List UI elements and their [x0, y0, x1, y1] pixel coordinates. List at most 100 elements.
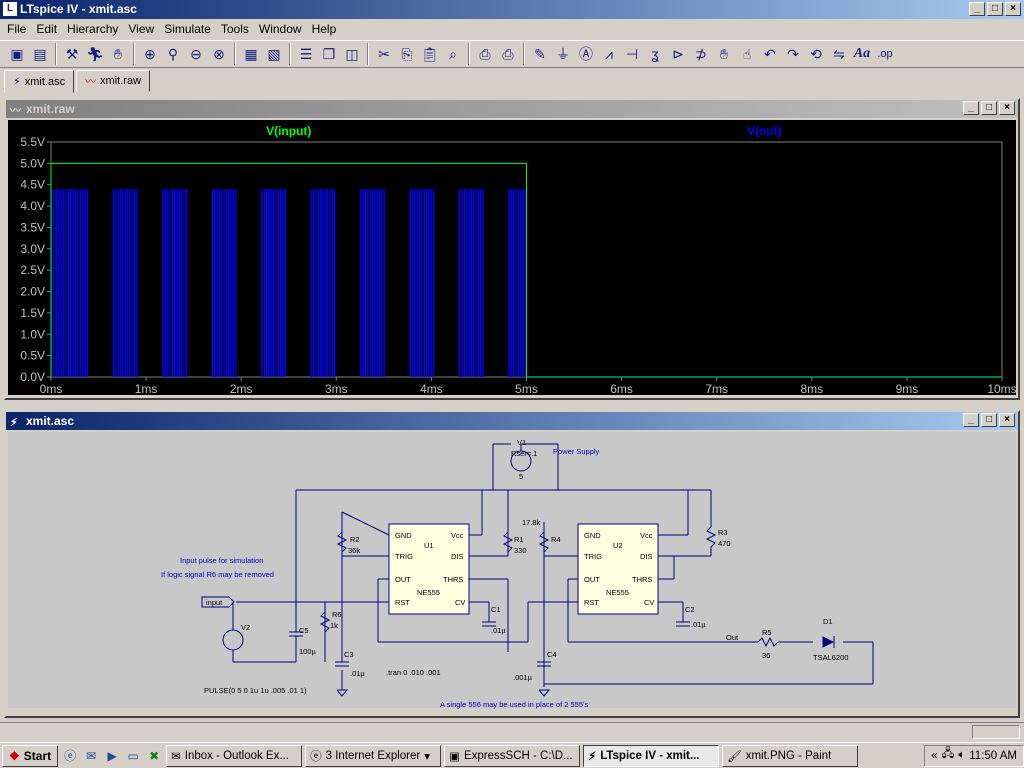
mirror-icon[interactable]: ⇋: [833, 45, 845, 62]
vout-pulse: [482, 189, 484, 377]
drag-icon[interactable]: ☝︎: [742, 45, 752, 62]
task-expresssch[interactable]: ▣ExpressSCH - C:\D...: [444, 744, 581, 767]
schematic-close-button[interactable]: ×: [999, 413, 1015, 427]
r2-name: R2: [350, 535, 360, 544]
vout-pulse: [425, 189, 428, 377]
label-net-icon[interactable]: Ⓐ: [579, 46, 593, 62]
menu-help[interactable]: Help: [311, 21, 337, 36]
r3-value: 470: [718, 539, 731, 548]
vout-pulse: [360, 189, 362, 377]
new-schematic-icon[interactable]: ▣: [10, 45, 24, 62]
vinput-trace: [50, 162, 1002, 378]
menu-edit[interactable]: Edit: [36, 21, 58, 36]
component-icon[interactable]: ⊅: [695, 45, 707, 62]
control-panel-icon[interactable]: ⚒: [65, 45, 79, 62]
close-button[interactable]: ×: [1005, 2, 1021, 16]
menu-window[interactable]: Window: [258, 21, 302, 36]
minimize-button[interactable]: _: [969, 2, 985, 16]
ground-icon[interactable]: ⏚: [556, 46, 570, 62]
halt-icon[interactable]: ✋︎: [114, 45, 122, 62]
task-paint[interactable]: 🖌︎xmit.PNG - Paint: [722, 744, 859, 767]
document-tabs: ⚡︎ xmit.asc 〰 xmit.raw: [0, 70, 151, 93]
excel-icon[interactable]: ✖: [149, 748, 160, 763]
text-icon[interactable]: Aa: [853, 46, 871, 61]
autorange-icon[interactable]: ▦: [244, 45, 258, 62]
run-icon[interactable]: 🏃︎: [86, 45, 104, 62]
pan-icon[interactable]: ⚲: [167, 45, 179, 62]
network-icon[interactable]: 🖧︎: [941, 748, 955, 760]
vout-pulse: [51, 189, 53, 377]
undo-icon[interactable]: ↶: [764, 45, 776, 62]
show-desktop-icon[interactable]: ▭: [127, 748, 139, 763]
schematic-minimize-button[interactable]: _: [963, 413, 979, 427]
vout-pulse: [458, 189, 461, 377]
print-icon[interactable]: ⎙: [502, 45, 514, 62]
task-ltspice[interactable]: ⚡︎LTspice IV - xmit...: [583, 744, 720, 767]
vout-pulse: [479, 189, 482, 377]
vout-pulse: [324, 189, 327, 377]
paste-icon[interactable]: 📋︎: [421, 45, 439, 62]
rotate-icon[interactable]: ⟲: [810, 45, 822, 62]
spice-directive-icon[interactable]: .op: [877, 48, 893, 60]
open-icon[interactable]: ▤: [33, 45, 47, 62]
resistor-icon[interactable]: ⩘: [605, 45, 613, 62]
cascade-icon[interactable]: ❐: [322, 45, 336, 62]
zoom-out-icon[interactable]: ⊖: [190, 45, 202, 62]
task-outlook[interactable]: ✉Inbox - Outlook Ex...: [166, 744, 303, 767]
capacitor-icon[interactable]: ⊣: [625, 45, 639, 62]
tile-horizontal-icon[interactable]: ☰: [299, 45, 313, 62]
menu-tools[interactable]: Tools: [220, 21, 249, 36]
menu-view[interactable]: View: [128, 21, 155, 36]
find-icon[interactable]: ⌕: [449, 45, 457, 62]
plot-close-button[interactable]: ×: [999, 101, 1015, 115]
clock[interactable]: 11:50 AM: [969, 749, 1017, 762]
print-setup-icon[interactable]: ⎙: [479, 45, 491, 62]
v2-source: [222, 629, 244, 651]
media-player-icon[interactable]: ▶: [107, 748, 117, 763]
r5-symbol: [757, 636, 779, 648]
cut-icon[interactable]: ✂: [378, 45, 390, 62]
input-net-label: [201, 596, 235, 608]
u2-pin-gnd: GND: [584, 531, 601, 540]
outlook-icon[interactable]: ✉: [86, 748, 97, 763]
diode-icon[interactable]: ⊳: [672, 45, 684, 62]
tab-xmit-asc[interactable]: ⚡︎ xmit.asc: [4, 70, 75, 93]
start-button[interactable]: ❖ Start: [2, 744, 59, 767]
vout-pulse: [74, 189, 77, 377]
zoom-fit-icon[interactable]: ▧: [267, 45, 281, 62]
menu-hierarchy[interactable]: Hierarchy: [67, 21, 119, 36]
tile-vertical-icon[interactable]: ◫: [345, 45, 359, 62]
zoom-in-icon[interactable]: ⊕: [144, 45, 156, 62]
x-tick-label: 5ms: [515, 382, 538, 396]
menu-simulate[interactable]: Simulate: [164, 21, 211, 36]
window-title: LTspice IV - xmit.asc: [20, 2, 137, 16]
move-icon[interactable]: ✋︎: [720, 45, 728, 62]
redo-icon[interactable]: ↷: [787, 45, 799, 62]
vout-pulse: [112, 189, 115, 377]
draw-wire-icon[interactable]: ✎: [534, 45, 546, 62]
u1-pin-gnd: GND: [395, 531, 412, 540]
volume-icon[interactable]: 🔈︎: [958, 749, 966, 761]
tab-xmit-raw[interactable]: 〰 xmit.raw: [76, 70, 151, 92]
vout-pulse: [428, 189, 430, 377]
zoom-cancel-icon[interactable]: ⊗: [213, 45, 225, 62]
schematic-canvas[interactable]: V1 Rser=.1 5 GND TRIG OUT RST Vcc DIS TH…: [8, 432, 1016, 709]
maximize-button[interactable]: □: [987, 2, 1003, 16]
u2-pin-rst: RST: [584, 598, 599, 607]
u1-pin-cv: CV: [455, 598, 465, 607]
c2-value: .01µ: [691, 620, 706, 629]
menu-file[interactable]: File: [7, 21, 27, 36]
plot-minimize-button[interactable]: _: [963, 101, 979, 115]
schematic-maximize-button[interactable]: □: [981, 413, 997, 427]
internet-explorer-icon[interactable]: ⓔ: [64, 749, 77, 763]
tray-expand-icon[interactable]: «: [931, 749, 938, 762]
plot-maximize-button[interactable]: □: [981, 101, 997, 115]
vout-pulse: [277, 189, 279, 377]
r4-value: 17.8k: [522, 518, 541, 527]
copy-icon[interactable]: ⎘: [401, 45, 413, 62]
vout-pulse: [55, 189, 58, 377]
outlook-task-icon: ✉: [171, 750, 181, 763]
inductor-icon[interactable]: ʓ: [651, 46, 659, 62]
